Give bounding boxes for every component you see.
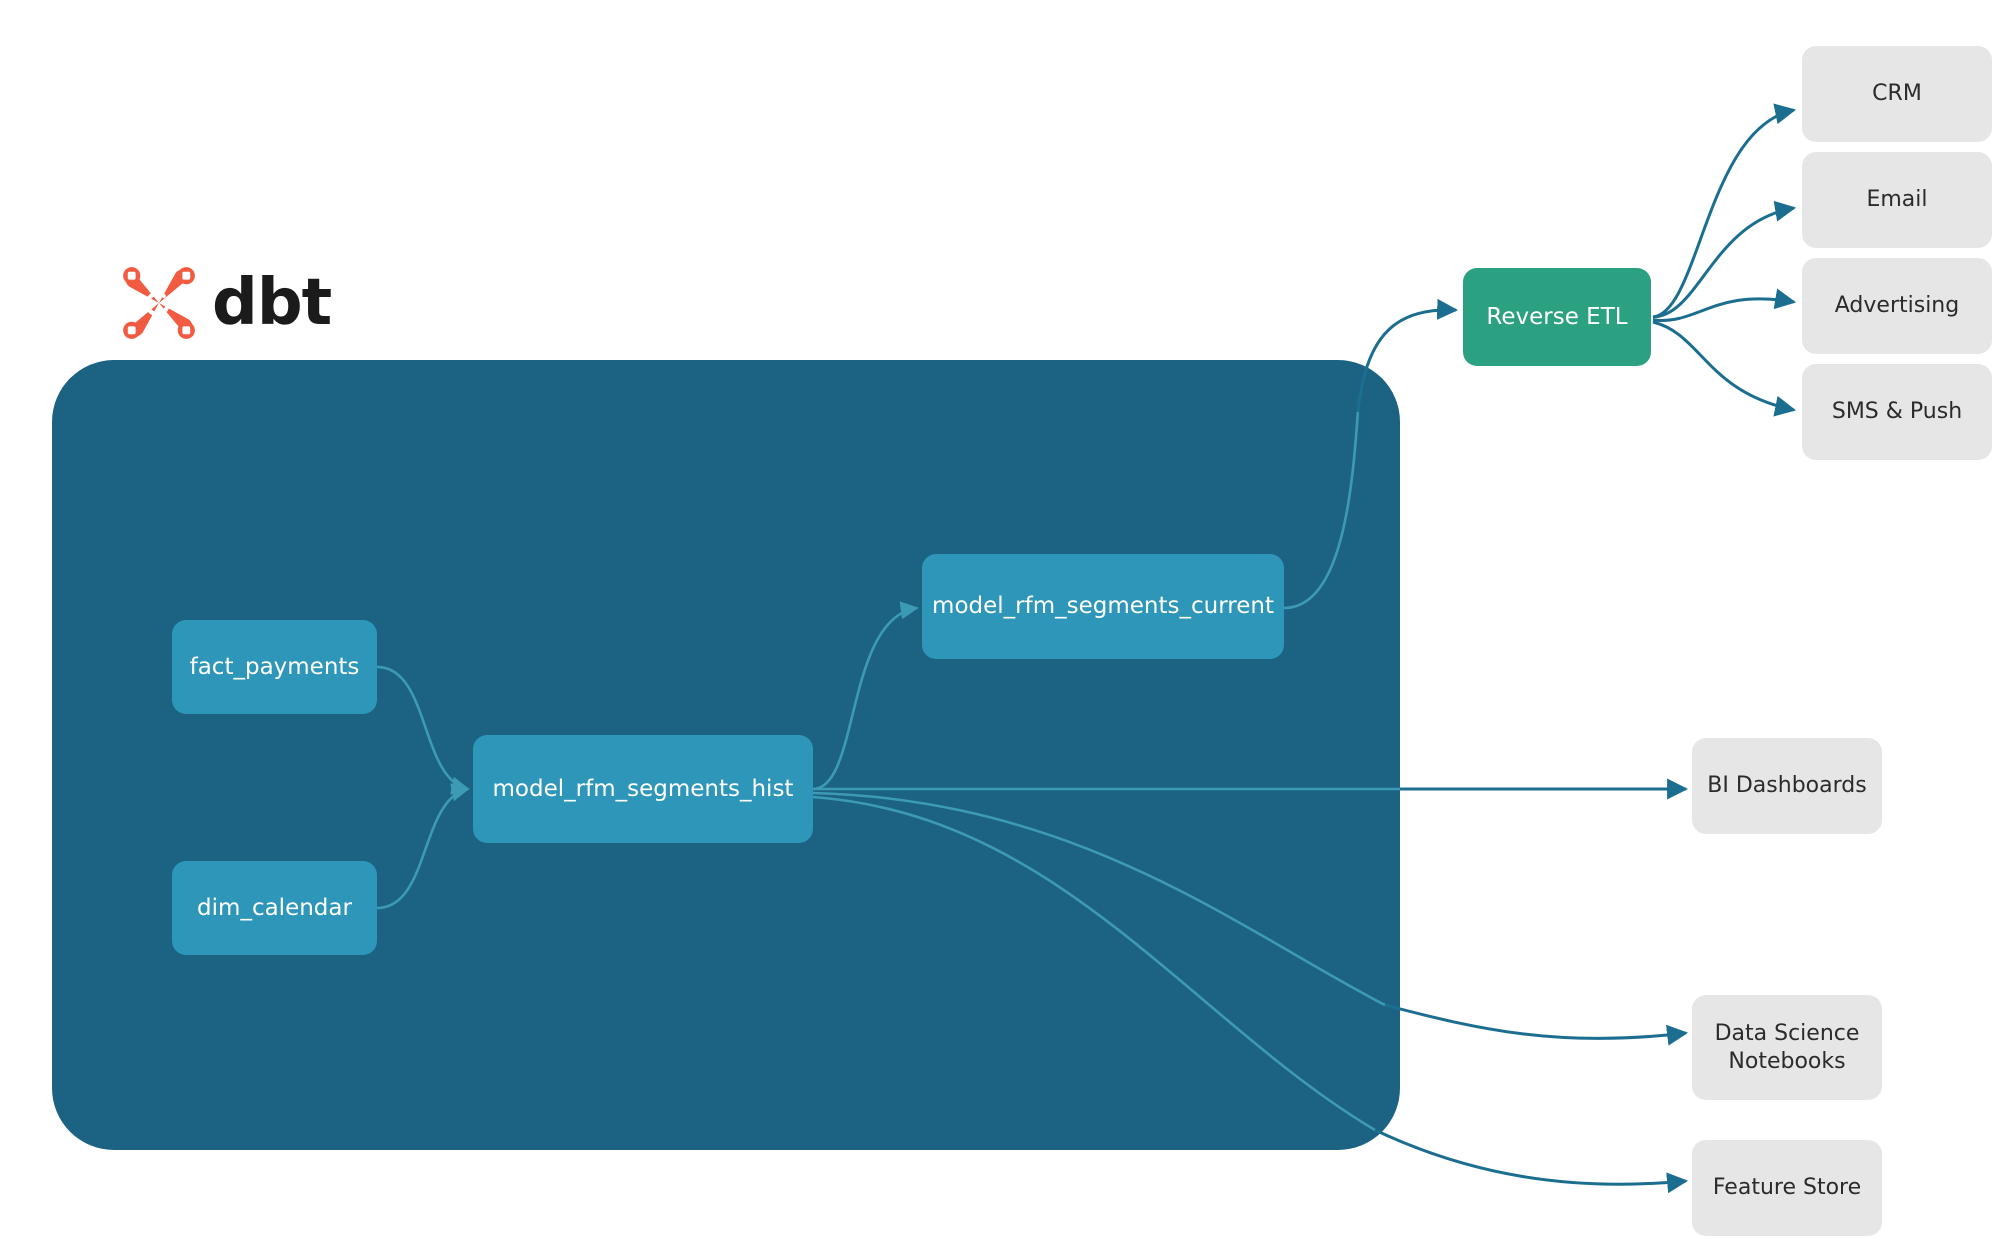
node-data-science-notebooks[interactable]: Data Science Notebooks: [1692, 995, 1882, 1100]
ds-notebooks-line2: Notebooks: [1728, 1048, 1846, 1074]
node-email[interactable]: Email: [1802, 152, 1992, 248]
ds-notebooks-line1: Data Science: [1714, 1021, 1860, 1046]
node-advertising[interactable]: Advertising: [1802, 258, 1992, 354]
node-dim-calendar[interactable]: dim_calendar: [172, 861, 377, 955]
node-feature-store[interactable]: Feature Store: [1692, 1140, 1882, 1236]
dbt-logo-icon: [120, 264, 198, 342]
node-sms-push[interactable]: SMS & Push: [1802, 364, 1992, 460]
node-model-rfm-segments-current[interactable]: model_rfm_segments_current: [922, 554, 1284, 659]
edge-reverse-etl-to-advertising: [1652, 288, 1797, 322]
edge-reverse-etl-to-sms-push: [1652, 320, 1797, 417]
node-bi-dashboards[interactable]: BI Dashboards: [1692, 738, 1882, 834]
node-fact-payments[interactable]: fact_payments: [172, 620, 377, 714]
dbt-logo: dbt: [120, 255, 332, 350]
edge-hist-to-feature-store: [1374, 1128, 1689, 1194]
edge-reverse-etl-to-crm: [1652, 103, 1797, 319]
node-crm[interactable]: CRM: [1802, 46, 1992, 142]
edge-reverse-etl-to-email: [1652, 200, 1797, 319]
dbt-wordmark: dbt: [212, 265, 332, 340]
node-model-rfm-segments-hist[interactable]: model_rfm_segments_hist: [473, 735, 813, 843]
edge-hist-to-ds-notebooks: [1384, 1003, 1689, 1046]
node-reverse-etl[interactable]: Reverse ETL: [1463, 268, 1651, 366]
